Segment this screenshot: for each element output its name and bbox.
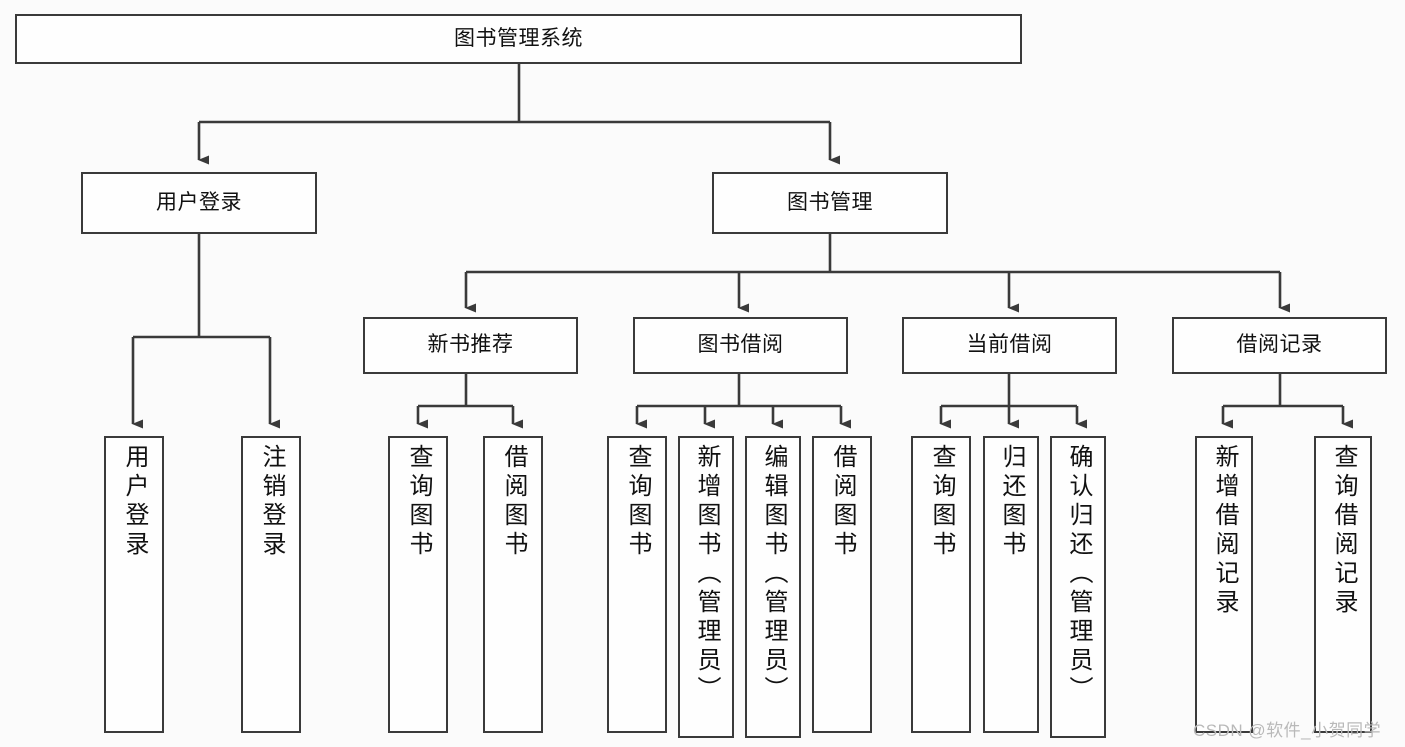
leaf-query-book-1-label: 查询图书 bbox=[405, 444, 432, 560]
leaf-query-record[interactable]: 查询借阅记录 bbox=[1314, 436, 1372, 733]
node-book-borrow-label: 图书借阅 bbox=[697, 333, 784, 357]
node-book-manage[interactable]: 图书管理 bbox=[712, 172, 948, 234]
leaf-query-book-1[interactable]: 查询图书 bbox=[388, 436, 448, 733]
leaf-logout[interactable]: 注销登录 bbox=[241, 436, 301, 733]
leaf-confirm-return-label: 确认归还（管理员） bbox=[1065, 444, 1092, 705]
leaf-add-book[interactable]: 新增图书（管理员） bbox=[678, 436, 734, 738]
leaf-add-book-label: 新增图书（管理员） bbox=[693, 444, 720, 705]
node-user-login-label: 用户登录 bbox=[156, 190, 242, 214]
leaf-user-login[interactable]: 用户登录 bbox=[104, 436, 164, 733]
node-user-login[interactable]: 用户登录 bbox=[81, 172, 317, 234]
node-root-label: 图书管理系统 bbox=[454, 26, 583, 50]
leaf-borrow-book-1[interactable]: 借阅图书 bbox=[483, 436, 543, 733]
node-root[interactable]: 图书管理系统 bbox=[15, 14, 1022, 64]
leaf-query-book-2[interactable]: 查询图书 bbox=[607, 436, 667, 733]
leaf-add-record-label: 新增借阅记录 bbox=[1211, 444, 1238, 618]
node-new-book-rec-label: 新书推荐 bbox=[427, 333, 514, 357]
node-current-borrow-label: 当前借阅 bbox=[966, 333, 1053, 357]
node-book-manage-label: 图书管理 bbox=[787, 190, 873, 214]
csdn-watermark: CSDN @软件_小贺同学 bbox=[1193, 721, 1382, 740]
leaf-query-book-3-label: 查询图书 bbox=[928, 444, 955, 560]
leaf-confirm-return[interactable]: 确认归还（管理员） bbox=[1050, 436, 1106, 738]
leaf-add-record[interactable]: 新增借阅记录 bbox=[1195, 436, 1253, 733]
leaf-logout-label: 注销登录 bbox=[258, 444, 285, 560]
node-borrow-record[interactable]: 借阅记录 bbox=[1172, 317, 1387, 374]
node-borrow-record-label: 借阅记录 bbox=[1236, 333, 1323, 357]
leaf-query-record-label: 查询借阅记录 bbox=[1330, 444, 1357, 618]
leaf-query-book-3[interactable]: 查询图书 bbox=[911, 436, 971, 733]
leaf-edit-book-label: 编辑图书（管理员） bbox=[760, 444, 787, 705]
leaf-return-book[interactable]: 归还图书 bbox=[983, 436, 1039, 733]
leaf-borrow-book-2[interactable]: 借阅图书 bbox=[812, 436, 872, 733]
leaf-borrow-book-1-label: 借阅图书 bbox=[500, 444, 527, 560]
leaf-borrow-book-2-label: 借阅图书 bbox=[829, 444, 856, 560]
leaf-user-login-label: 用户登录 bbox=[121, 444, 148, 560]
node-new-book-rec[interactable]: 新书推荐 bbox=[363, 317, 578, 374]
node-book-borrow[interactable]: 图书借阅 bbox=[633, 317, 848, 374]
leaf-query-book-2-label: 查询图书 bbox=[624, 444, 651, 560]
leaf-edit-book[interactable]: 编辑图书（管理员） bbox=[745, 436, 801, 738]
node-current-borrow[interactable]: 当前借阅 bbox=[902, 317, 1117, 374]
leaf-return-book-label: 归还图书 bbox=[998, 444, 1025, 560]
